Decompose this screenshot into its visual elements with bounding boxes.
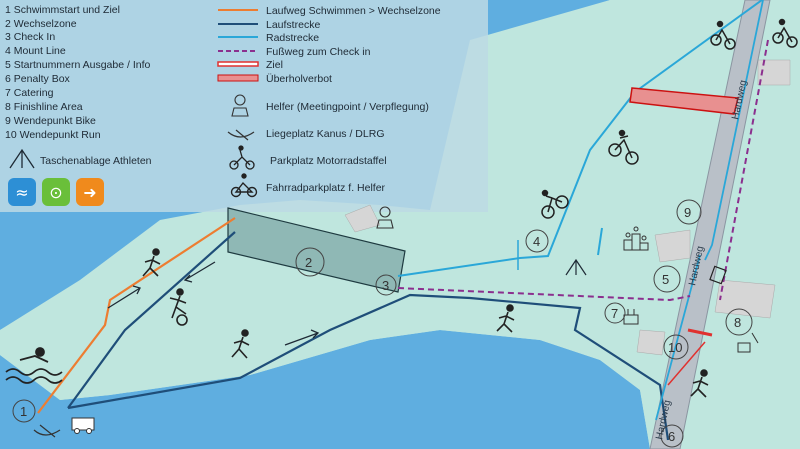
swimmer-icon: ≈: [15, 182, 29, 202]
map-numbers: [12, 199, 753, 448]
legend-bikepark-label: Fahrradparkplatz f. Helfer: [266, 182, 386, 194]
legend-walk-label: Fußweg zum Check in: [266, 46, 371, 58]
runner-icon: [231, 329, 250, 359]
bike-badge: ⊙: [42, 178, 70, 206]
cyclist-icon: [608, 129, 639, 165]
legend-item-10: 10 Wendepunkt Run: [5, 129, 101, 141]
legend-item-1: 1 Schwimmstart und Ziel: [5, 4, 120, 16]
legend-item-7: 7 Catering: [5, 87, 54, 99]
swim-badge: ≈: [8, 178, 36, 206]
cyclist-icon: [772, 18, 798, 48]
marker-5-label: 5: [662, 272, 669, 287]
lake-bottom: [0, 330, 650, 449]
legend-item-6: 6 Penalty Box: [5, 73, 71, 85]
runner-icon: [142, 248, 161, 277]
runner-icon: [496, 304, 515, 333]
legend-moto-label: Parkplatz Motorradstaffel: [270, 155, 387, 167]
legend-item-5: 5 Startnummern Ausgabe / Info: [5, 59, 150, 71]
finish-arch-icon: [737, 332, 759, 353]
helper-icon: [376, 206, 394, 229]
finish-arrow: [667, 341, 706, 386]
run-badge: ➜: [76, 178, 104, 206]
helper-icon: [231, 94, 249, 117]
runner-icon: [169, 288, 188, 326]
motorbike-icon: [709, 265, 727, 285]
buildings: [344, 59, 791, 356]
legend-helper-label: Helfer (Meetingpoint / Verpflegung): [266, 101, 429, 113]
legend-run-label: Laufstrecke: [266, 19, 320, 31]
bicycle-icon: [230, 173, 258, 198]
marker-4-label: 4: [533, 234, 540, 249]
legend-finish-swatch: [217, 61, 259, 67]
canoe-icon: [33, 424, 61, 438]
legend-swimrun-label: Laufweg Schwimmen > Wechselzone: [266, 5, 441, 17]
legend-item-8: 8 Finishline Area: [5, 101, 83, 113]
ambulance-icon: [71, 417, 95, 434]
canoe-icon: [227, 129, 255, 141]
cyclist-icon: [541, 189, 569, 219]
legend-left: 1 Schwimmstart und Ziel 2 Wechselzone 3 …: [5, 4, 150, 141]
marker-2: [295, 247, 325, 277]
direction-arrows: [107, 261, 320, 346]
finish-line: [687, 328, 713, 337]
marker-10: [663, 334, 689, 360]
marker-2-label: 2: [305, 255, 312, 270]
swimmer-icon: [5, 347, 63, 384]
legend-item-3: 3 Check In: [5, 31, 55, 43]
walk-path: [397, 39, 769, 302]
marker-7-label: 7: [611, 306, 618, 321]
legend-finish-label: Ziel: [266, 59, 283, 71]
run-course: [67, 231, 670, 441]
legend-item-2: 2 Wechselzone: [5, 18, 77, 30]
marker-10-label: 10: [668, 340, 682, 355]
swim-run-path: [37, 217, 236, 414]
legend-item-9: 9 Wendepunkt Bike: [5, 115, 96, 127]
marker-3-label: 3: [382, 278, 389, 293]
marker-8-label: 8: [734, 315, 741, 330]
marker-9-label: 9: [684, 205, 691, 220]
no-overtaking-zone: [629, 87, 739, 115]
bike-course-road: [655, 0, 764, 421]
marker-1-label: 1: [20, 404, 27, 419]
marker-6: [660, 424, 684, 448]
marker-7: [604, 302, 626, 324]
motorbike-icon: [229, 145, 255, 170]
cyclist-icon: [710, 20, 736, 50]
legend-item-4: 4 Mount Line: [5, 45, 66, 57]
marker-1: [12, 399, 36, 423]
podium-icon: [623, 226, 649, 251]
marker-6-label: 6: [668, 429, 675, 444]
legend-no-overtake-swatch: [217, 74, 259, 82]
bike-course: [397, 0, 763, 277]
marker-5: [653, 265, 681, 293]
catering-icon: [623, 309, 639, 325]
marker-9: [676, 199, 702, 225]
tent-icon: [565, 258, 587, 276]
legend-no-overtake-label: Überholverbot: [266, 73, 332, 85]
runner-icon: ➜: [83, 182, 97, 202]
legend-bike-label: Radstrecke: [266, 32, 319, 44]
cyclist-icon: ⊙: [49, 182, 63, 202]
runner-icon: [690, 369, 709, 398]
marker-4: [525, 229, 549, 253]
marker-8: [725, 308, 753, 336]
legend-canoe-label: Liegeplatz Kanus / DLRG: [266, 128, 384, 140]
tent-label: Taschenablage Athleten: [40, 155, 152, 167]
tent-icon: [9, 148, 35, 169]
marker-3: [375, 274, 397, 296]
